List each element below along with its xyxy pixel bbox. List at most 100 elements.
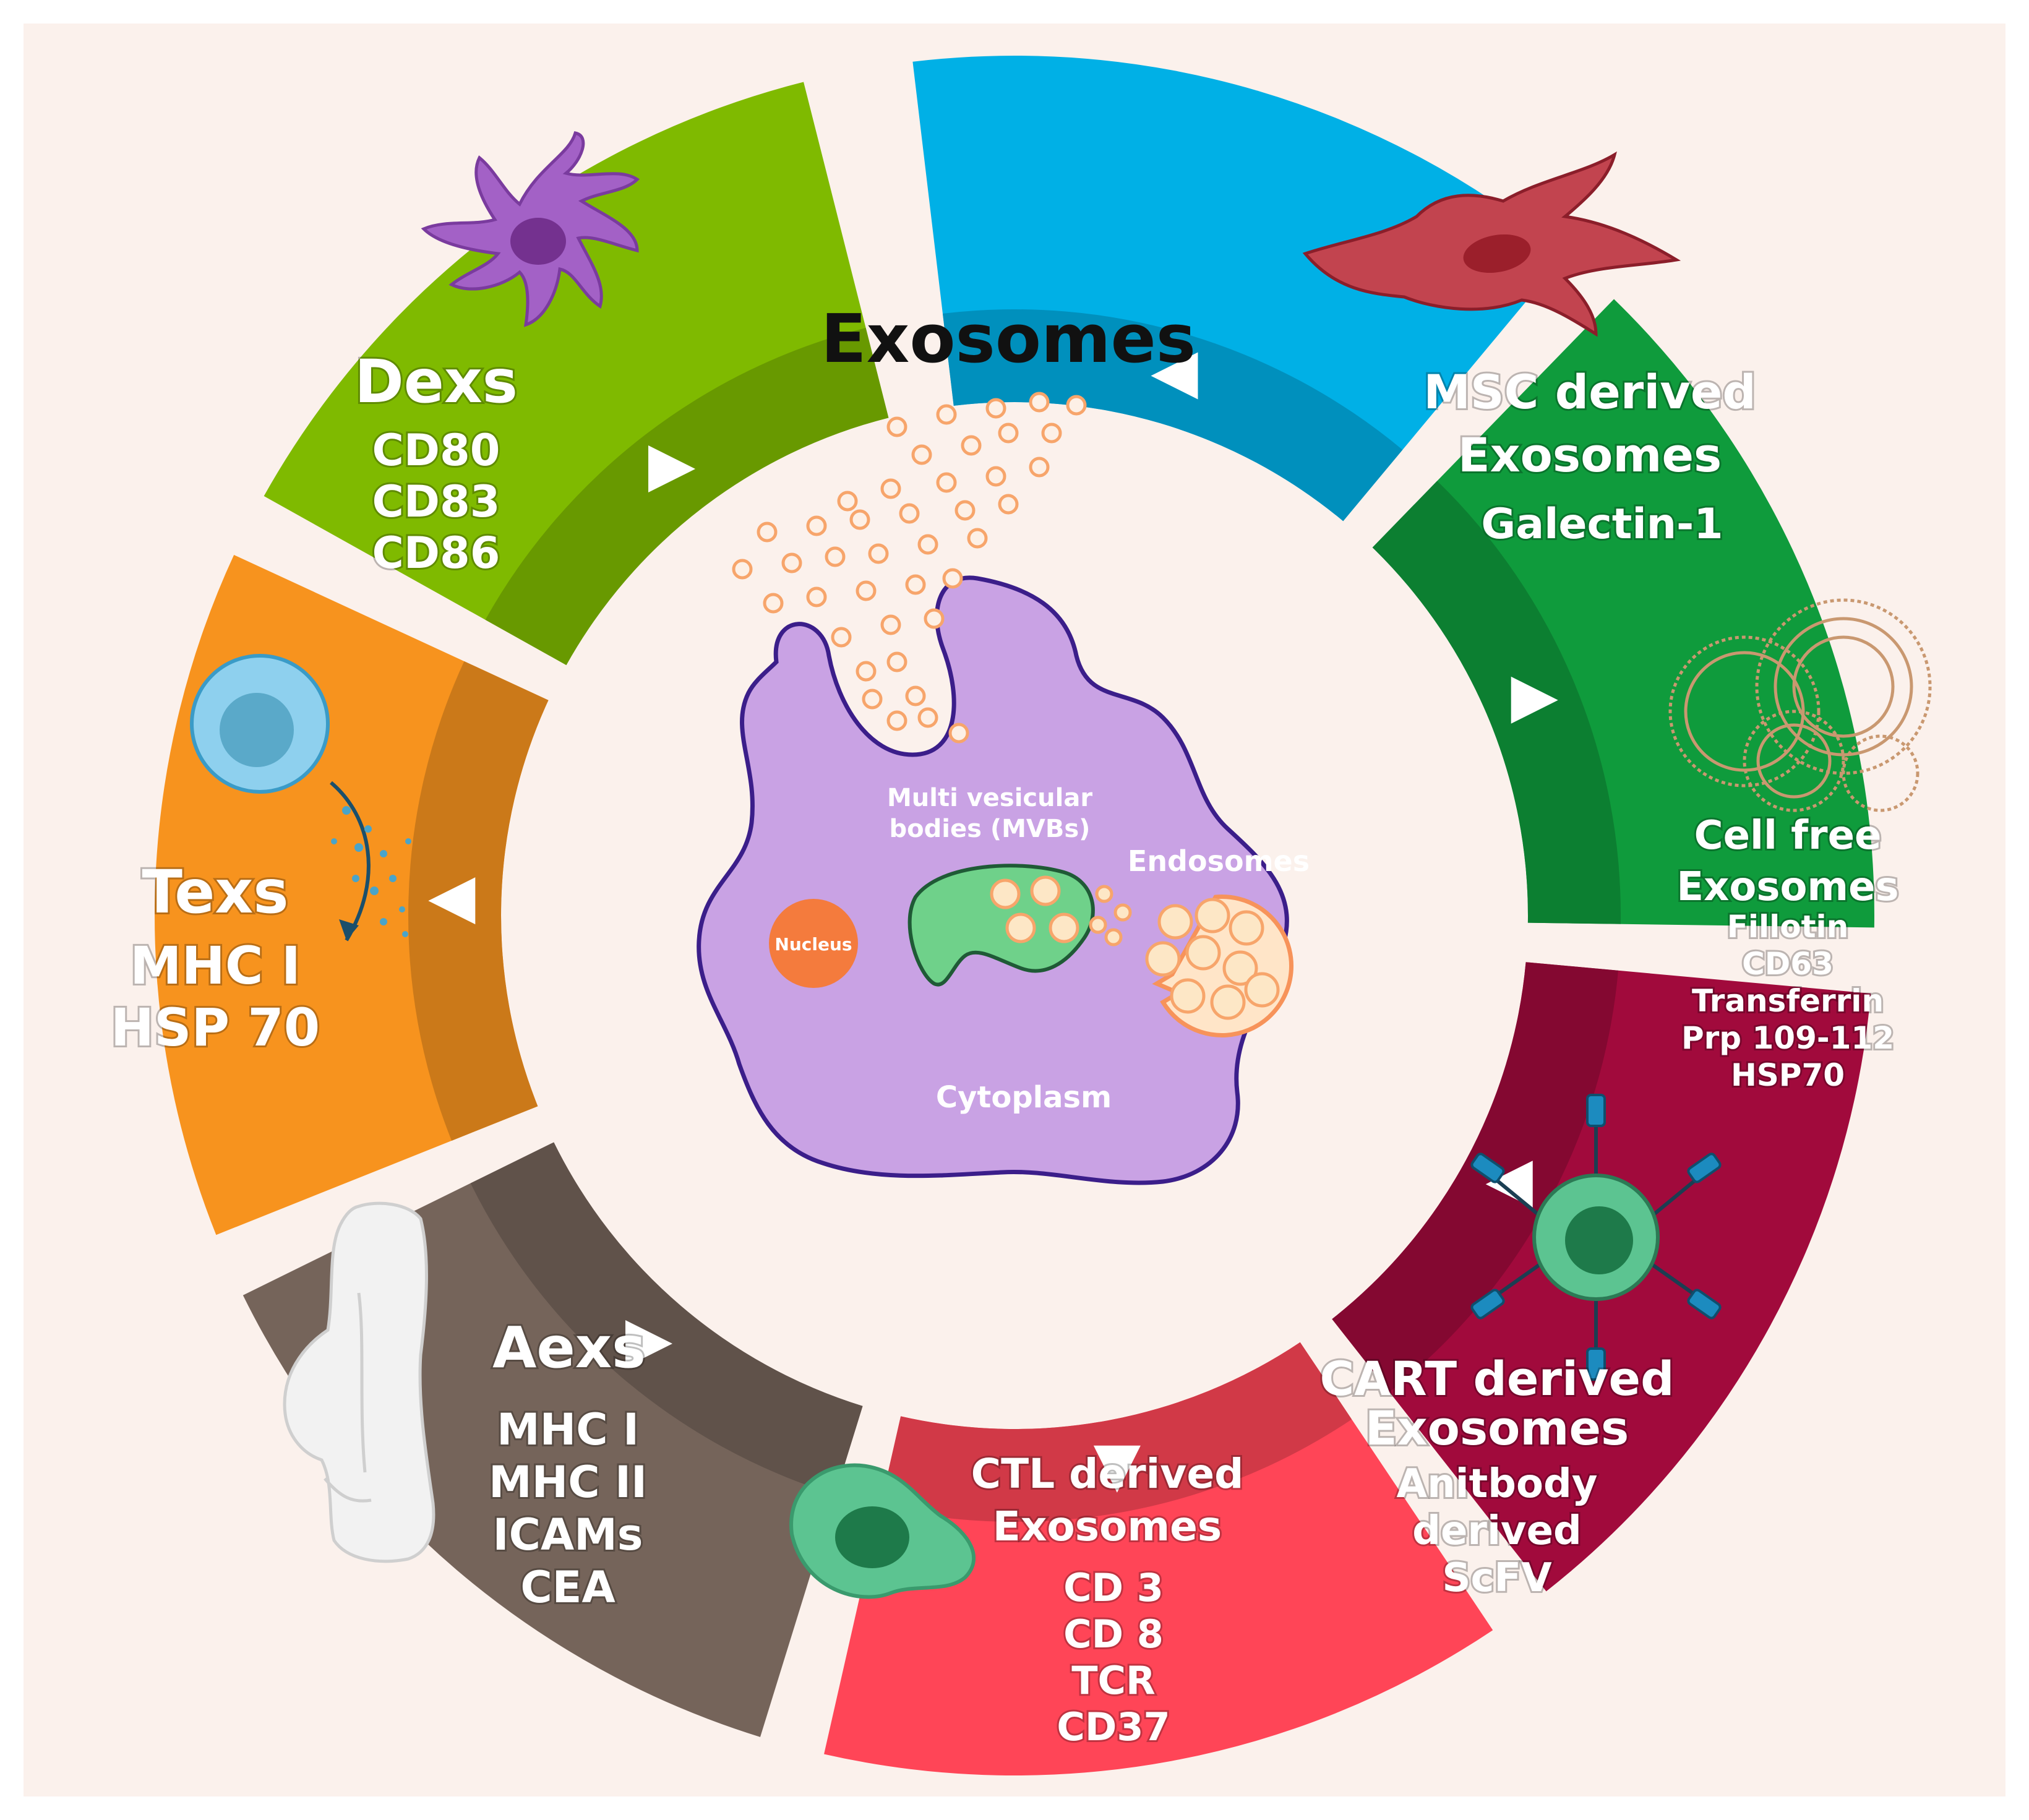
cellfree-marker: Fillotin (1727, 909, 1849, 945)
exosome-vesicle (985, 398, 1006, 419)
texs-marker: HSP 70 (111, 997, 320, 1058)
car-t-cell-icon (1470, 1094, 1722, 1381)
aexs-marker: CEA (520, 1562, 615, 1613)
texs-text: Texs MHC I HSP 70 (109, 856, 322, 1060)
exosome-vesicle (998, 494, 1019, 515)
segment-msc-inner-band (942, 309, 1403, 522)
cart-marker: Anitbody (1397, 1461, 1598, 1507)
cytotoxic-t-cell-icon (789, 1463, 976, 1599)
msc-title-line1: MSC derived (1423, 364, 1756, 419)
ctl-title-line2: Exosomes (993, 1503, 1222, 1550)
arrow-ctl-icon (1093, 1445, 1141, 1493)
endosome-vesicle (1170, 978, 1206, 1014)
cart-text: CART derived Exosomes Anitbody derived S… (1318, 1349, 1676, 1603)
arrow-texs-icon (428, 877, 476, 925)
cart-marker: derived (1412, 1508, 1582, 1554)
cart-marker: ScFV (1442, 1555, 1552, 1601)
endosome-vesicles (1145, 898, 1280, 1020)
exosome-vesicle (856, 661, 877, 682)
exosome-vesicle (781, 552, 802, 573)
endosome-vesicle (1185, 935, 1221, 971)
ctl-marker: CD37 (1057, 1704, 1170, 1749)
ascites-body-icon (283, 1201, 435, 1563)
released-exosomes (732, 392, 1087, 744)
exosome-vesicle (948, 723, 969, 744)
exosome-vesicle (1041, 423, 1062, 444)
tumor-cell-icon (190, 654, 411, 942)
arrow-msc-icon (1151, 352, 1198, 400)
cellfree-marker: Prp 109-112 (1681, 1020, 1894, 1056)
exosome-vesicle (763, 593, 784, 614)
cart-title-line2: Exosomes (1365, 1401, 1629, 1456)
mvb-vesicle (1030, 875, 1061, 906)
mesenchymal-stem-cell-icon (1302, 151, 1681, 337)
exosome-vesicle (1029, 457, 1050, 478)
mvb-vesicles (990, 875, 1132, 946)
mvb-vesicle (1005, 912, 1036, 943)
aexs-marker: MHC I (497, 1404, 639, 1455)
exosome-vesicle (825, 546, 846, 567)
ctl-marker: TCR (1071, 1658, 1156, 1703)
exosome-vesicle (880, 478, 901, 499)
transit-vesicle (1089, 916, 1107, 934)
ctl-marker: CD 8 (1063, 1612, 1164, 1657)
aexs-marker: MHC II (489, 1457, 647, 1508)
texs-title: Texs (142, 857, 289, 927)
exosome-vesicle (1066, 395, 1087, 416)
ctl-title-line1: CTL derived (971, 1450, 1244, 1498)
endosome-vesicle (1157, 904, 1193, 940)
transit-vesicle (1095, 885, 1113, 903)
mvb-vesicle (990, 878, 1021, 909)
exosome-vesicle (899, 503, 920, 524)
exosome-vesicle (806, 515, 827, 536)
exosome-vesicle (961, 435, 982, 456)
transit-vesicle (1104, 928, 1123, 946)
exosome-vesicle (967, 528, 988, 549)
exosome-vesicle (862, 689, 883, 710)
cart-title-line1: CART derived (1320, 1351, 1675, 1406)
endosomes-label: Endosomes (1128, 844, 1310, 878)
exosome-vesicle (924, 608, 945, 629)
exosome-vesicle (954, 500, 976, 521)
segment-aexs-inner-band (470, 1142, 863, 1495)
segment-cellfree-inner-band (1372, 481, 1621, 924)
aexs-text: Aexs MHC I MHC II ICAMs CEA (487, 1313, 649, 1615)
exosome-vesicle (880, 614, 901, 635)
cellfree-text: Cell free Exosomes Fillotin CD63 Transfe… (1675, 811, 1900, 1095)
transit-vesicle (1113, 903, 1132, 922)
dexs-text: Dexs CD80 CD83 CD86 (353, 345, 520, 580)
texs-marker: MHC I (130, 935, 301, 996)
exosome-vesicle (942, 568, 963, 589)
exosome-vesicle (849, 509, 870, 530)
exosome-vesicle (732, 559, 753, 580)
endosome-vesicle (1210, 984, 1246, 1020)
exosome-vesicle (868, 543, 889, 564)
segment-ctl-inner-band (880, 1342, 1352, 1522)
cytoplasm-label: Cytoplasm (936, 1080, 1112, 1115)
dexs-title: Dexs (354, 347, 518, 416)
aexs-title: Aexs (492, 1315, 646, 1381)
cellfree-marker: HSP70 (1731, 1057, 1845, 1093)
cellfree-marker: CD63 (1742, 946, 1834, 982)
exosome-vesicle (936, 404, 957, 425)
dexs-marker: CD86 (372, 528, 500, 578)
arrow-cart-icon (1485, 1161, 1533, 1208)
dexs-marker: CD80 (372, 425, 500, 476)
exosome-vesicle (837, 491, 858, 512)
central-cell: Nucleus Multi vesicular bodies (MVBs) En… (697, 575, 1310, 1185)
exosome-vesicle (936, 472, 957, 493)
segment-cart-inner-band (1332, 962, 1618, 1393)
exosome-vesicle (905, 574, 926, 595)
exosome-vesicle (917, 707, 938, 728)
msc-title-line2: Exosomes (1458, 427, 1722, 483)
exosome-vesicle (905, 685, 926, 706)
mvb-label-line1: Multi vesicular (887, 784, 1092, 812)
exosome-vesicle (911, 444, 932, 465)
segment-dexs (264, 82, 889, 666)
exosome-vesicle (998, 423, 1019, 444)
exosome-vesicle (917, 534, 938, 555)
msc-text: MSC derived Exosomes Galectin-1 (1422, 363, 1758, 551)
exosome-vesicle (886, 651, 907, 672)
exosome-vesicle (886, 416, 907, 437)
